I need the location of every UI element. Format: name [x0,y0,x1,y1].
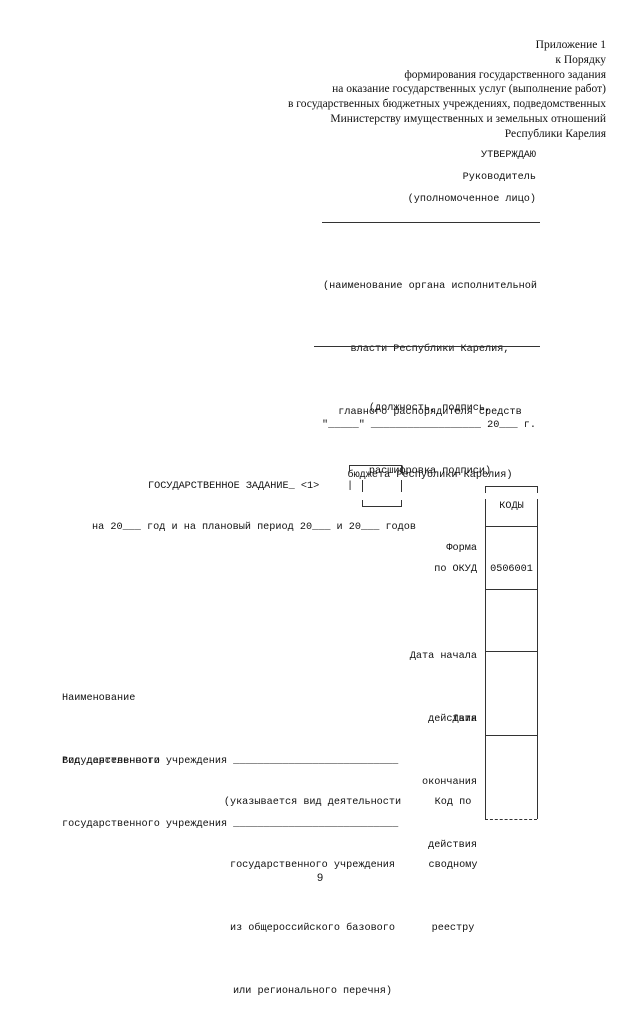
title-box-pipe: | [347,481,354,492]
activity-field: государственного учреждения ____________… [62,819,399,830]
activity-note-line: (указывается вид деятельности [223,797,402,808]
appendix-line: Республики Карелия [504,127,606,140]
sign-caption-line: расшифровка подписи) [368,466,492,477]
activity-label: Вид деятельности [62,756,160,767]
org-caption-line: (наименование органа исполнительной [323,281,537,292]
page-number: 9 [316,872,324,884]
appendix-line: Приложение 1 [535,39,606,51]
codes-separator [485,651,537,652]
title-box-tick [362,500,363,507]
codes-top [485,486,537,487]
okud-label: по ОКУД [434,564,477,575]
institution-name-label: Наименование [62,693,136,704]
registry-label-line: Код по [434,797,472,808]
appendix-line: в государственных бюджетных учреждениях,… [287,98,606,111]
appendix-line: Министерству имущественных и земельных о… [330,112,606,125]
activity-block: Вид деятельности государственного учрежд… [62,709,398,856]
appendix-line: на оказание государственных услуг (выпол… [332,83,606,96]
okud-code: 0506001 [490,564,533,575]
form-label: Форма [446,543,477,554]
codes-bottom [485,819,537,820]
end-date-label-line: действия [428,840,477,851]
authorized-label: (уполномоченное лицо) [407,194,536,205]
codes-separator [485,735,537,736]
registry-label-line: сводному [428,860,478,871]
registry-label-line: реестру [431,923,475,934]
org-caption-line: власти Республики Карелия, [350,344,510,355]
institution-name-block: Наименование государственного учреждения… [62,646,398,793]
org-caption-line: бюджета Республики Карелия) [347,470,513,481]
start-date-label-line: действия [428,714,477,725]
org-signature-line [322,222,540,223]
org-caption: (наименование органа исполнительной влас… [300,234,560,507]
end-date-label-line: Дата [452,714,477,725]
codes-tick [537,486,538,493]
activity-note: (указывается вид деятельности государств… [210,750,415,1023]
assignment-title: ГОСУДАРСТВЕННОЕ ЗАДАНИЕ_ <1> [148,481,320,492]
appendix-line: формирования государственного задания [404,68,606,81]
head-label: Руководитель [462,172,536,183]
title-box-top [349,465,401,466]
codes-right-border [537,499,538,819]
approve-label: УТВЕРЖДАЮ [480,150,536,161]
title-box-right [401,480,402,492]
assignment-period: на 20___ год и на плановый период 20___ … [92,522,417,533]
institution-name-field: государственного учреждения ____________… [62,756,399,767]
title-box-tick [349,465,350,472]
title-box-left [362,480,363,492]
activity-note-line: из общероссийского базового [229,923,396,934]
codes-tick [485,486,486,493]
title-box-tick [401,465,402,472]
appendix-header: Приложение 1 к Порядку формирования госу… [186,38,606,142]
start-date-label: Дата начала действия [410,604,477,751]
appendix-line: к Порядку [555,53,606,66]
activity-note-line: государственного учреждения [229,860,396,871]
codes-separator [485,589,537,590]
codes-header: КОДЫ [499,501,524,512]
registry-label: Код по сводному реестру [418,750,488,960]
title-box-tick [401,500,402,507]
end-date-label: Дата окончания действия [422,667,477,877]
approval-date-line: "_____" __________________ 20___ г. [322,420,536,431]
sign-caption-line: (должность, подпись, [368,403,492,414]
end-date-label-line: окончания [421,777,477,788]
sign-caption: (должность, подпись, расшифровка подписи… [300,356,560,503]
codes-separator [485,526,537,527]
position-signature-line [314,346,540,347]
org-caption-line: главного распорядителя средств [338,407,522,418]
start-date-label-line: Дата начала [409,651,477,662]
codes-left-border [485,499,486,819]
title-box-bottom [362,506,402,507]
activity-note-line: или регионального перечня) [233,986,392,997]
